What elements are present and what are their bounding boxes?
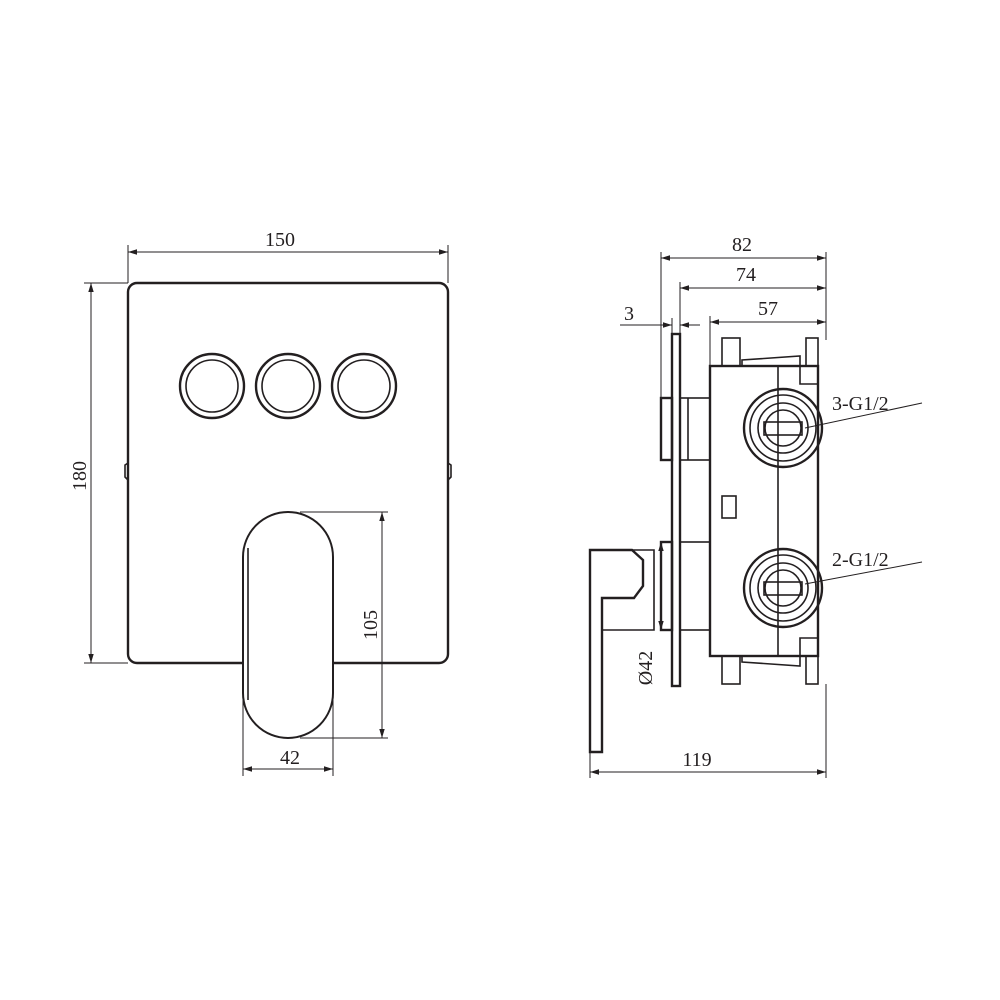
dimension-depth-82: 82	[660, 234, 827, 398]
push-button-1	[178, 352, 246, 420]
width-label: 150	[265, 229, 295, 251]
body-window	[721, 495, 737, 519]
dimension-hub-diameter: Ø42	[635, 542, 664, 685]
depth-body-label: 74	[736, 264, 756, 286]
outlet-fitting-bottom	[742, 547, 824, 629]
left-pin	[124, 462, 129, 481]
dimension-overall-119: 119	[589, 684, 827, 778]
front-view: 150 180 105 42	[69, 229, 452, 776]
valve-body	[708, 364, 820, 658]
height-label: 180	[69, 461, 91, 491]
dimension-handle-height: 105	[300, 511, 388, 739]
dimension-height: 180	[69, 282, 128, 664]
plate-thickness-label: 3	[624, 303, 634, 325]
hub-diameter-label: Ø42	[635, 651, 657, 685]
push-button-2	[254, 352, 322, 420]
outlet-top-label: 3-G1/2	[832, 393, 889, 415]
outlet-fitting-top	[742, 387, 824, 469]
side-view: 82 74 57 3 119 Ø42	[588, 234, 923, 778]
dimension-width: 150	[127, 229, 449, 283]
overall-depth-label: 119	[682, 749, 711, 771]
push-button-3	[330, 352, 398, 420]
dimension-handle-width: 42	[242, 700, 334, 776]
lever-handle	[242, 511, 334, 739]
right-pin	[447, 462, 452, 481]
upper-spacer	[659, 396, 674, 462]
dimension-plate-thickness: 3	[620, 303, 700, 334]
outlet-bottom-label: 2-G1/2	[832, 549, 889, 571]
dimension-depth-74: 74	[679, 264, 826, 334]
side-wall-plate	[670, 332, 682, 688]
depth-box-label: 57	[758, 298, 778, 320]
handle-side-profile	[588, 540, 711, 754]
handle-height-label: 105	[360, 610, 382, 640]
callout-outlet-bottom: 2-G1/2	[804, 549, 923, 585]
callout-outlet-top: 3-G1/2	[804, 393, 923, 429]
depth-total-label: 82	[732, 234, 752, 256]
handle-width-label: 42	[280, 747, 300, 769]
dimension-depth-57: 57	[709, 298, 826, 366]
